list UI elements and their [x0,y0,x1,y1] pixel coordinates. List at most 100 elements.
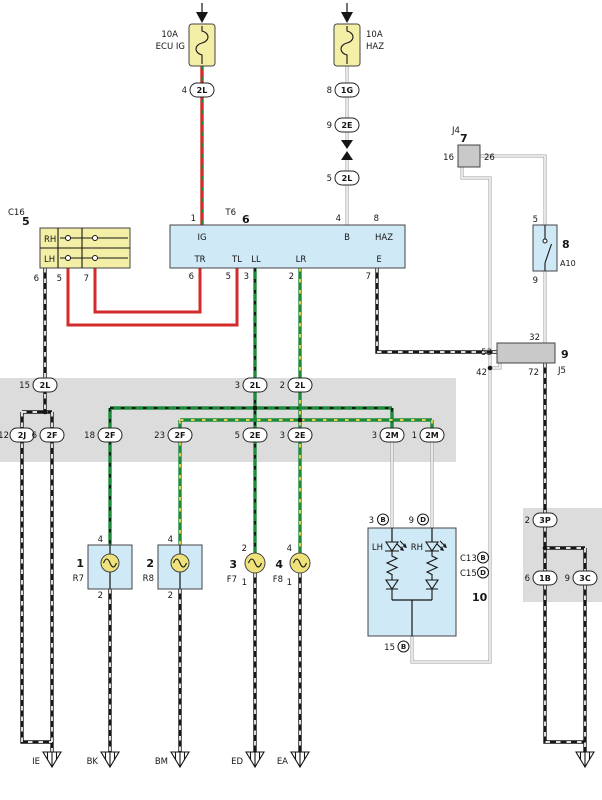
pin-label: 3 [244,272,249,282]
fuse-name: HAZ [366,42,384,52]
pin-label: 4 [287,544,292,554]
connector-oval [532,512,558,528]
connector-code: 3P [539,516,551,525]
component-number: 8 [562,238,570,251]
pin-label: 6 [189,272,194,282]
pin-label: 26 [484,153,495,163]
common-rail [392,599,432,636]
connector-pin: 5 [235,431,240,441]
connector-pin: 3 [235,381,240,391]
bulb-filament [172,558,188,568]
junction-connector-j4: J4 7 16 26 [443,126,495,168]
connector-label: J4 [451,126,460,136]
led-triangle [424,541,440,552]
diode-triangle [384,579,400,590]
connector-code: 2L [295,381,306,390]
connector-pin: 15 [19,381,30,391]
connector-pin: 3 [372,431,377,441]
junction-dot [42,409,48,415]
terminal-label: TR [193,255,205,265]
pin-label: 5 [57,274,62,284]
terminal-label: LR [296,255,307,265]
connector-pin: 6 [32,431,37,441]
circled-letter-text: D [480,569,486,577]
led-ray-arrowhead [400,546,404,551]
connector-oval [167,427,193,443]
pin-label: 32 [529,333,540,343]
connector-oval [572,570,598,586]
connector-code: 2F [174,431,185,440]
connector-oval [532,570,558,586]
turn-signal-lamp-1: 4 2 1 R7 [73,535,133,601]
terminal-label: E [376,255,381,265]
connector-code: 1G [341,86,353,95]
connector-pin: 5 [327,174,332,184]
arrow-up [341,151,353,160]
fuse-body [333,23,361,67]
ground-hatch [249,752,261,767]
connector-pin: 2 [525,516,530,526]
pin-label: 3 [369,516,374,526]
switch-contact [65,255,71,261]
inline-connector: 2L4 [182,82,215,98]
switch-grid [40,228,130,268]
component-code: A10 [560,259,576,268]
power-feed-arrow-icon [341,3,353,23]
connector-code: 2M [385,431,399,440]
circled-letter [477,566,489,579]
connector-pin: 8 [327,86,332,96]
connector-code: 2E [294,431,305,440]
component-number: 6 [242,213,250,226]
inline-connector: 2E5 [235,427,268,443]
circled-letter [397,640,410,653]
component-code: R7 [73,574,84,584]
inline-connector: 2L 3 [235,377,268,393]
fuse-rating: 10A [366,30,383,40]
bulb-filament [102,558,118,568]
connector-code: 2J [18,431,27,440]
row-label: RH [44,235,56,245]
inline-connector: 2L5 [327,170,360,186]
pin-label: 72 [528,368,539,378]
inline-connector-arrows-icon [341,140,353,160]
switch-contact [92,255,98,261]
inline-connector: 3P 2 [525,512,558,528]
connector-code: 2F [104,431,115,440]
component-number: 1 [76,557,84,570]
wire-stripe [21,267,53,753]
wire-stroke [375,266,499,354]
connector-label: T6 [224,208,236,218]
ground-label: BM [155,757,168,767]
inline-connector: 2L2 [280,377,313,393]
pin-label: 9 [409,516,414,526]
component-number: 3 [229,558,237,571]
connector-code: 2L [250,381,261,390]
circled-letter-text: B [480,554,485,562]
junction-dot [487,365,493,371]
pin-label: 5 [533,215,538,225]
diode-triangle [424,579,440,590]
junction-dot [297,417,303,423]
pin-label: 7 [84,274,89,284]
component-number: 5 [22,215,30,228]
inline-connector: 2F6 [32,427,65,443]
junction-dot [252,405,258,411]
ground-hatch [174,752,186,767]
connector-oval [242,427,268,443]
ground-hatch [46,752,58,767]
junction-block-j5: 53 32 42 72 9 J5 [476,333,568,378]
pin-label: 9 [533,276,538,286]
pin-label: 6 [34,274,39,284]
component-number: 2 [146,557,154,570]
pin-label: 16 [443,153,454,163]
arrow-down [341,140,353,149]
component-code: R8 [143,574,154,584]
pin-label: 1 [242,578,247,588]
ground-symbol [575,751,595,769]
terminal-label: LL [251,255,261,265]
connector-oval [32,377,58,393]
fuse-ecu-ig: 10A ECU IG [156,23,216,67]
led-ray-arrowhead [443,543,447,548]
